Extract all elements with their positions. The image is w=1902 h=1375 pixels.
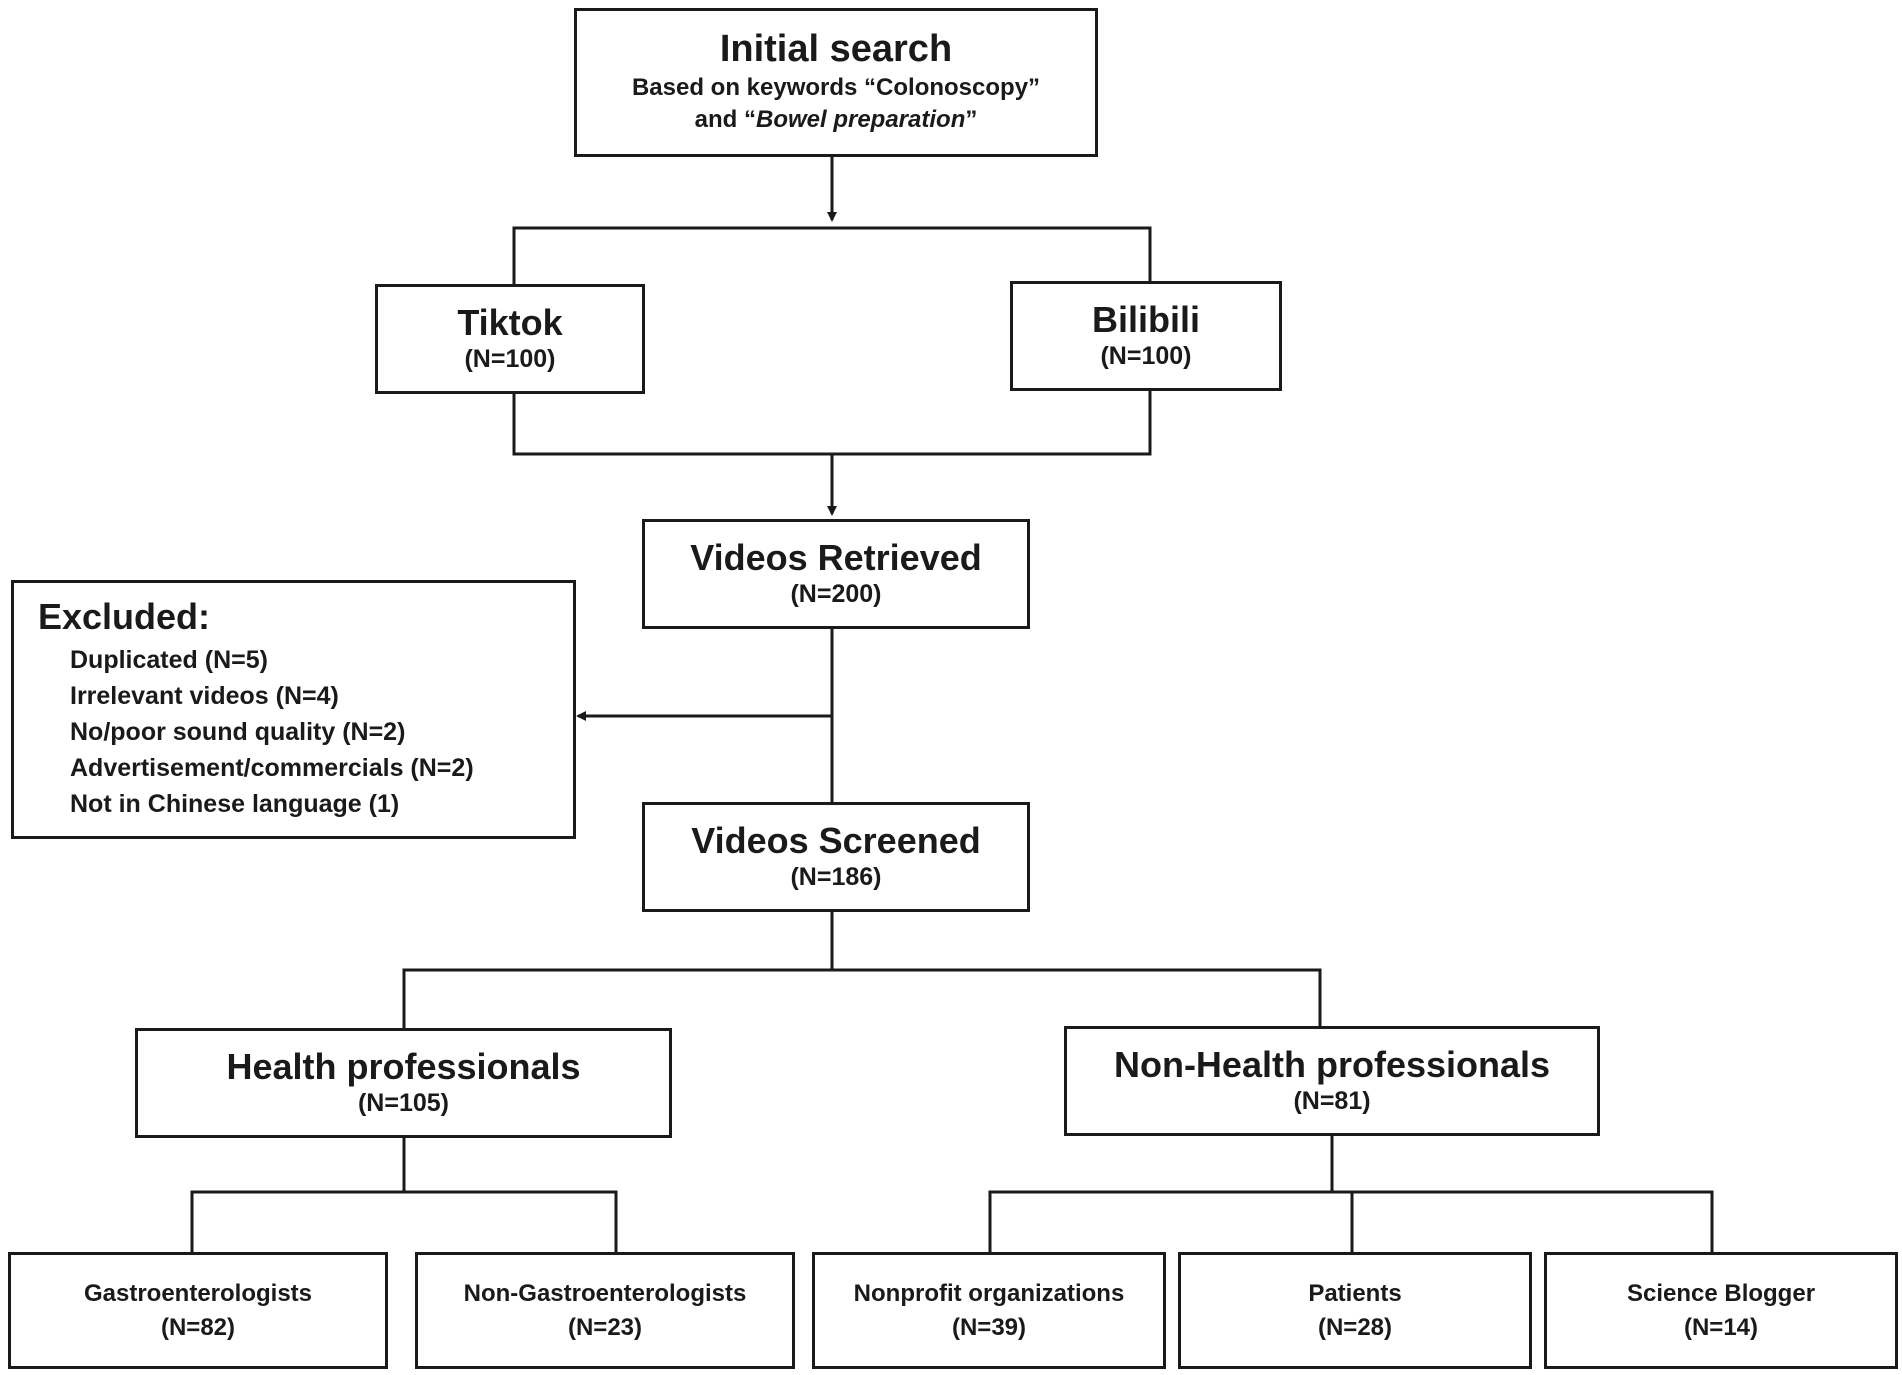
- initial-search-keywords: Based on keywords “Colonoscopy”: [631, 73, 1041, 101]
- excluded-title: Excluded:: [38, 596, 211, 637]
- gastroenterologists-box: Gastroenterologists (N=82): [8, 1252, 388, 1369]
- non-gastroenterologists-box: Non-Gastroenterologists (N=23): [415, 1252, 795, 1369]
- videos-screened-count: (N=186): [790, 863, 882, 892]
- excluded-item: Duplicated (N=5): [70, 646, 268, 675]
- bilibili-title: Bilibili: [1092, 299, 1200, 341]
- science-blogger-count: (N=14): [1683, 1313, 1759, 1341]
- tiktok-count: (N=100): [464, 345, 556, 374]
- connector-health-split: [190, 1190, 618, 1252]
- gastroenterologists-count: (N=82): [160, 1313, 236, 1341]
- excluded-box: Excluded: Duplicated (N=5) Irrelevant vi…: [11, 580, 576, 839]
- patients-count: (N=28): [1317, 1313, 1393, 1341]
- non-gastroenterologists-title: Non-Gastroenterologists: [463, 1279, 747, 1307]
- connector-professional-split: [402, 968, 1322, 1028]
- science-blogger-title: Science Blogger: [1626, 1279, 1816, 1307]
- nonprofit-organizations-box: Nonprofit organizations (N=39): [812, 1252, 1166, 1369]
- tiktok-title: Tiktok: [457, 302, 563, 344]
- non-gastroenterologists-count: (N=23): [567, 1313, 643, 1341]
- videos-screened-box: Videos Screened (N=186): [642, 802, 1030, 912]
- non-health-professionals-count: (N=81): [1293, 1087, 1371, 1116]
- non-health-professionals-title: Non-Health professionals: [1113, 1044, 1551, 1086]
- excluded-item: No/poor sound quality (N=2): [70, 718, 406, 747]
- initial-search-keywords-2: and “Bowel preparation”: [694, 106, 978, 134]
- bilibili-box: Bilibili (N=100): [1010, 281, 1282, 391]
- nonprofit-organizations-title: Nonprofit organizations: [853, 1279, 1125, 1307]
- science-blogger-box: Science Blogger (N=14): [1544, 1252, 1898, 1369]
- initial-search-box: Initial search Based on keywords “Colono…: [574, 8, 1098, 157]
- videos-retrieved-title: Videos Retrieved: [690, 537, 982, 579]
- nonprofit-organizations-count: (N=39): [951, 1313, 1027, 1341]
- videos-retrieved-count: (N=200): [790, 580, 882, 609]
- health-professionals-box: Health professionals (N=105): [135, 1028, 672, 1138]
- tiktok-box: Tiktok (N=100): [375, 284, 645, 394]
- excluded-item: Not in Chinese language (1): [70, 790, 400, 819]
- patients-box: Patients (N=28): [1178, 1252, 1532, 1369]
- initial-search-title: Initial search: [719, 28, 953, 71]
- non-health-professionals-box: Non-Health professionals (N=81): [1064, 1026, 1600, 1136]
- connector-platform-split: [512, 226, 1152, 286]
- health-professionals-title: Health professionals: [226, 1046, 581, 1088]
- connector-platform-merge: [512, 391, 1152, 456]
- videos-screened-title: Videos Screened: [691, 820, 981, 862]
- bilibili-count: (N=100): [1100, 342, 1192, 371]
- health-professionals-count: (N=105): [357, 1089, 449, 1118]
- excluded-item: Irrelevant videos (N=4): [70, 682, 339, 711]
- videos-retrieved-box: Videos Retrieved (N=200): [642, 519, 1030, 629]
- excluded-item: Advertisement/commercials (N=2): [70, 754, 474, 783]
- patients-title: Patients: [1308, 1279, 1402, 1307]
- gastroenterologists-title: Gastroenterologists: [83, 1279, 313, 1307]
